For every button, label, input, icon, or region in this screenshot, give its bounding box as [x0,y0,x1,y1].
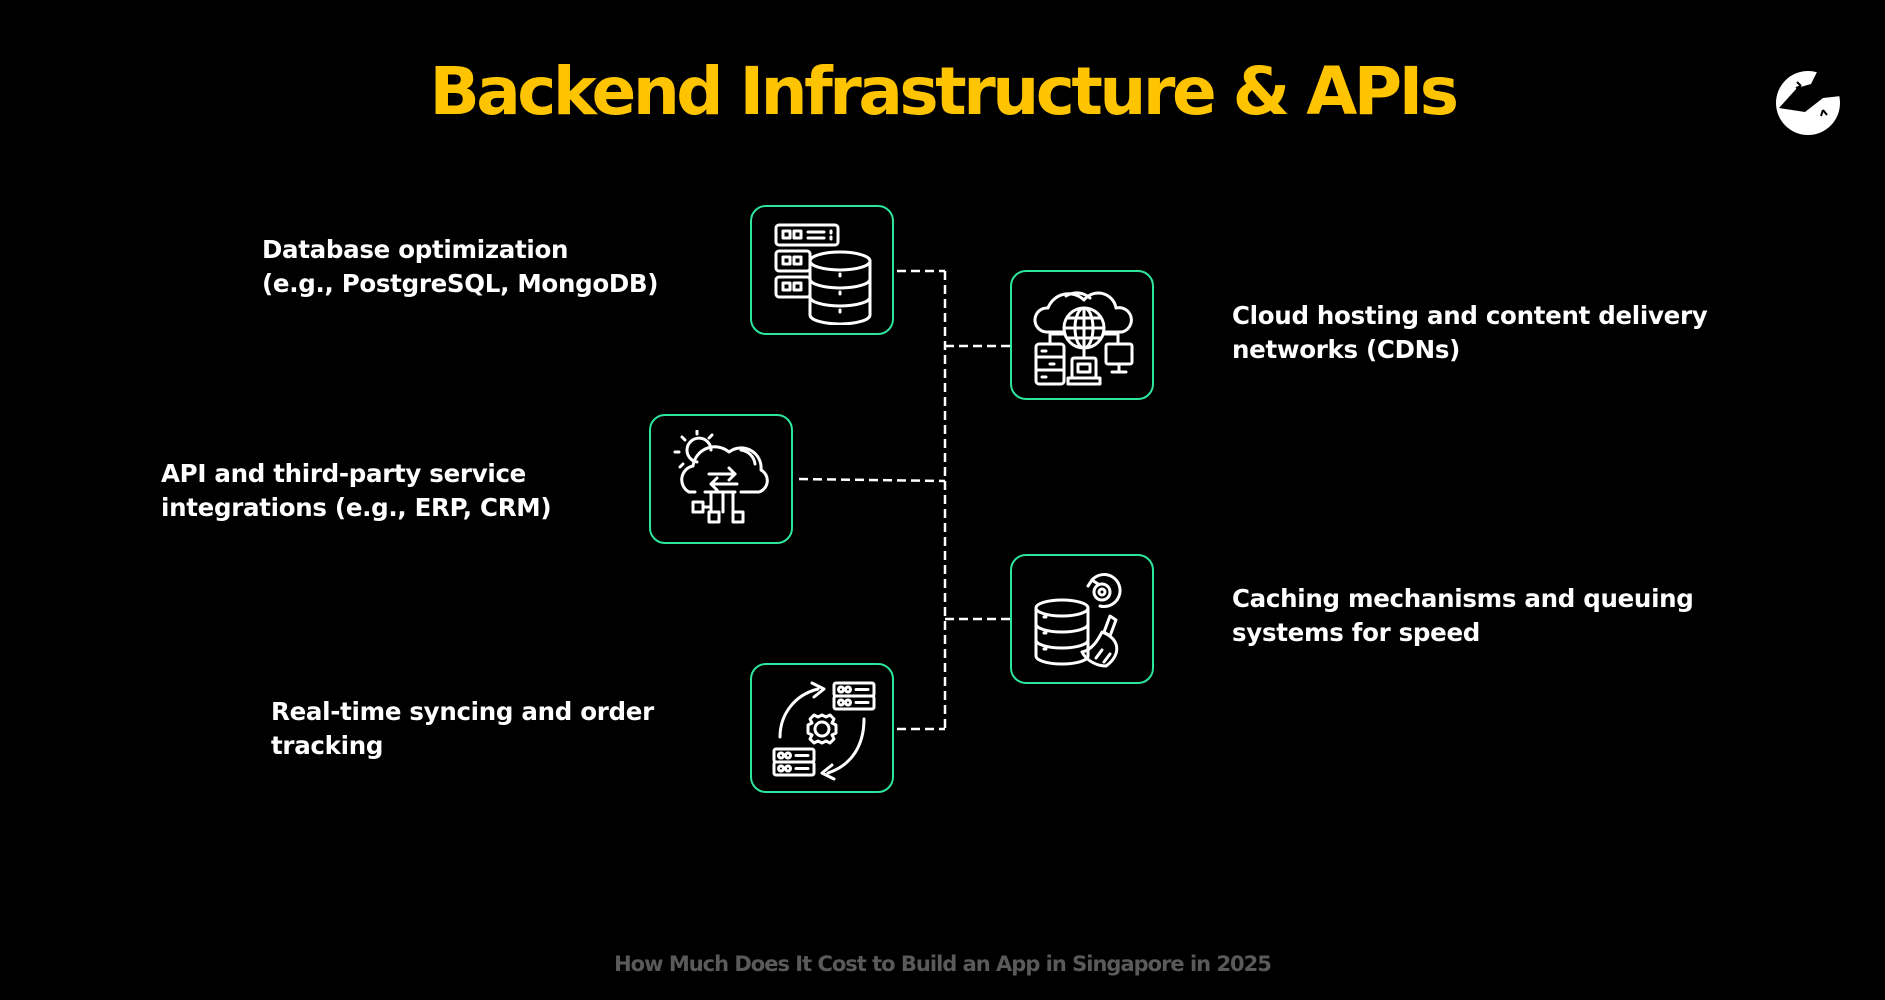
gecko-logo-icon [1776,71,1841,135]
label-database: Database optimization (e.g., PostgreSQL,… [262,233,658,301]
box-sync [750,663,894,793]
box-cache [1010,554,1154,684]
label-api: API and third-party service integrations… [161,457,552,525]
label-line: Real-time syncing and order [271,697,654,726]
label-line: (e.g., PostgreSQL, MongoDB) [262,269,659,298]
label-line: systems for speed [1232,618,1480,647]
label-line: tracking [271,731,384,760]
cloud-integration-icon [673,430,769,524]
label-line: API and third-party service [161,459,526,488]
database-server-icon [774,223,872,325]
box-cloud [1010,270,1154,400]
label-cloud: Cloud hosting and content delivery netwo… [1232,299,1708,367]
label-cache: Caching mechanisms and queuing systems f… [1232,582,1694,650]
label-line: integrations (e.g., ERP, CRM) [161,493,552,522]
database-cache-icon [1034,573,1122,668]
label-line: networks (CDNs) [1232,335,1461,364]
cloud-network-icon [1033,291,1134,386]
label-line: Database optimization [262,235,569,264]
box-api [649,414,793,544]
label-line: Cloud hosting and content delivery [1232,301,1708,330]
label-sync: Real-time syncing and order tracking [271,695,654,763]
box-database [750,205,894,335]
footer-caption: How Much Does It Cost to Build an App in… [614,952,1272,976]
page-title: Backend Infrastructure & APIs [429,53,1459,130]
server-sync-icon [772,681,876,781]
label-line: Caching mechanisms and queuing [1232,584,1694,613]
